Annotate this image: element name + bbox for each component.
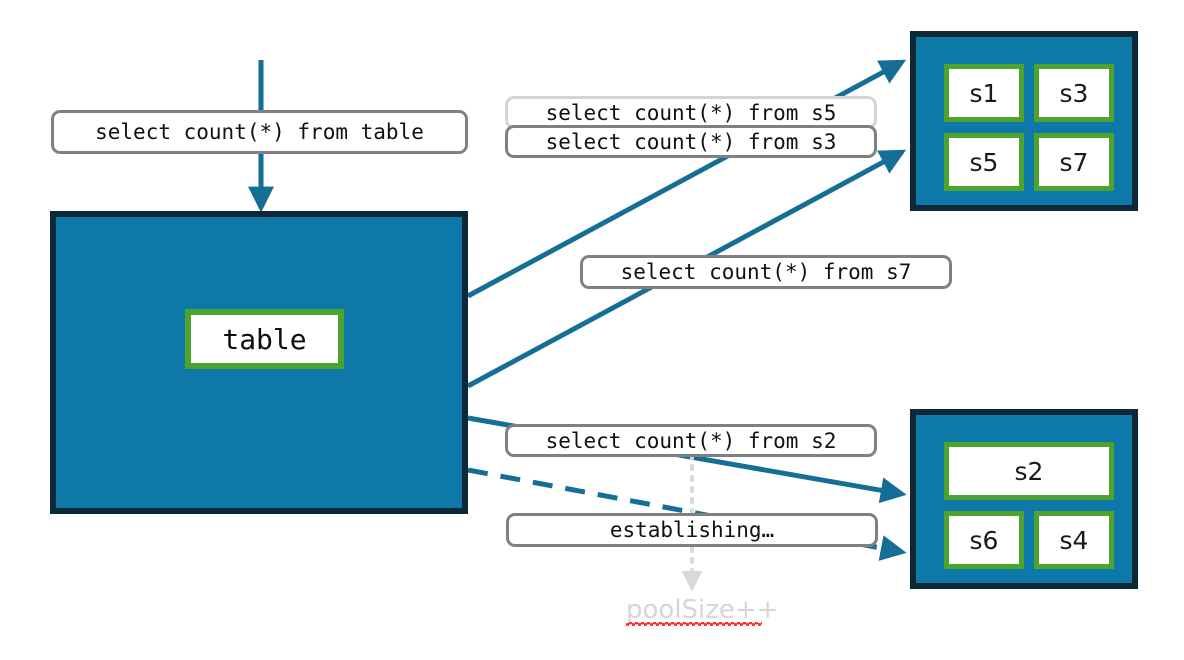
query-label-text: select count(*) from s5 [545, 100, 837, 125]
spellcheck-underline [626, 622, 762, 626]
server-node-s4[interactable]: s4 [1034, 511, 1114, 569]
server-node-label: s3 [1059, 78, 1089, 108]
server-node-label: s2 [1014, 456, 1044, 486]
server-node-label: s6 [969, 525, 999, 555]
status-label-text: establishing… [609, 518, 775, 542]
database-box: table [50, 211, 468, 514]
query-label-s3[interactable]: select count(*) from s3 [505, 125, 877, 158]
query-label-text: select count(*) from table [95, 120, 424, 144]
server-node-s7[interactable]: s7 [1034, 133, 1114, 191]
server-node-label: s7 [1059, 147, 1089, 177]
query-label-root[interactable]: select count(*) from table [51, 110, 468, 154]
query-label-s7[interactable]: select count(*) from s7 [580, 255, 952, 289]
poolsize-annotation: poolSize++ [626, 595, 778, 625]
query-label-text: select count(*) from s7 [620, 260, 912, 284]
lower-pool: s2 s6 s4 [910, 409, 1138, 589]
server-node-label: s5 [969, 147, 999, 177]
database-table-label: table [222, 322, 307, 356]
server-node-label: s4 [1059, 525, 1089, 555]
server-node-s5[interactable]: s5 [944, 133, 1024, 191]
server-node-s6[interactable]: s6 [944, 511, 1024, 569]
query-label-s5[interactable]: select count(*) from s5 [505, 96, 877, 129]
upper-pool: s1 s3 s5 s7 [910, 31, 1138, 211]
query-label-text: select count(*) from s3 [545, 129, 837, 154]
server-node-label: s1 [969, 78, 999, 108]
query-label-s2[interactable]: select count(*) from s2 [505, 424, 877, 457]
server-node-s1[interactable]: s1 [944, 64, 1024, 122]
query-label-text: select count(*) from s2 [545, 428, 837, 453]
server-node-s3[interactable]: s3 [1034, 64, 1114, 122]
server-node-s2[interactable]: s2 [944, 442, 1114, 500]
poolsize-annotation-text: poolSize++ [626, 595, 779, 625]
database-table-node[interactable]: table [185, 309, 344, 369]
status-label-establishing[interactable]: establishing… [506, 513, 878, 547]
